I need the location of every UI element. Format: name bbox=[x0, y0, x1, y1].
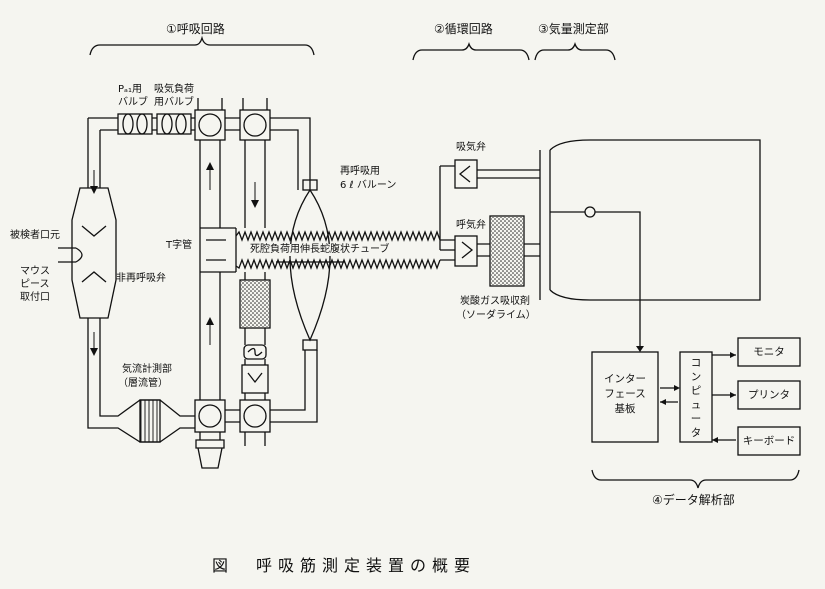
label-pa-valve: Pₐ₁用 bbox=[118, 84, 142, 95]
data-analysis-blocks bbox=[591, 337, 801, 456]
rebreathing-balloon bbox=[276, 179, 345, 351]
insp-load-valve bbox=[156, 113, 192, 135]
bracket-gas-measurement bbox=[534, 41, 616, 61]
bracket-circulation-circuit bbox=[412, 41, 530, 61]
label-mouthpiece-3: 取付口 bbox=[20, 292, 50, 303]
label-expiratory-valve: 呼気弁 bbox=[456, 220, 486, 231]
computer-box-label: コンピュータ bbox=[690, 357, 702, 439]
label-subject-mouth: 被検者口元 bbox=[10, 230, 60, 241]
label-laminar-tube: （層流管） bbox=[118, 378, 168, 389]
pa-valve bbox=[117, 113, 153, 135]
label-rebreathing-balloon: 再呼吸用 bbox=[340, 166, 380, 177]
bracket-breathing-circuit bbox=[89, 35, 315, 56]
figure-caption: 図 呼吸筋測定装置の概要 bbox=[212, 556, 477, 575]
label-pa-valve-2: バルブ bbox=[118, 97, 148, 108]
section-gas-measurement: ③気量測定部 bbox=[538, 22, 609, 36]
label-deadspace-tube: 死腔負荷用伸長蛇腹状チューブ bbox=[248, 244, 392, 256]
expiratory-valve bbox=[454, 235, 490, 267]
label-inspiratory-valve: 吸気弁 bbox=[456, 142, 486, 153]
interface-board: インター フェース 基板 bbox=[604, 373, 646, 415]
label-non-rebreathing-valve: 非再呼吸弁 bbox=[116, 273, 166, 284]
bottom-valve-2 bbox=[225, 350, 318, 446]
keyboard-box-label: キーボード bbox=[742, 435, 796, 447]
t-tube bbox=[200, 227, 236, 273]
label-insp-load-valve-2: 用バルブ bbox=[154, 97, 194, 108]
deadspace-bellows-tube bbox=[235, 228, 455, 272]
flowmeter bbox=[108, 399, 195, 443]
top-valve-2 bbox=[225, 98, 311, 190]
section-breathing-circuit: ①呼吸回路 bbox=[166, 22, 225, 36]
label-mouthpiece-2: ピース bbox=[20, 279, 50, 290]
inspiratory-valve bbox=[439, 159, 540, 251]
label-mouthpiece: マウス bbox=[20, 266, 50, 277]
vertical-pipes bbox=[199, 140, 266, 400]
left-tube bbox=[87, 117, 118, 429]
label-rebreathing-balloon-2: 6 ℓ バルーン bbox=[340, 180, 397, 191]
label-insp-load-valve: 吸気負荷 bbox=[154, 84, 194, 95]
bracket-data-analysis bbox=[591, 469, 800, 489]
label-flowmeter: 気流計測部 bbox=[122, 364, 172, 375]
non-rebreathing-valve bbox=[58, 187, 117, 319]
label-co2-absorbent: 炭酸ガス吸収剤 bbox=[460, 296, 530, 307]
co2-absorber bbox=[489, 215, 540, 287]
section-circulation-circuit: ②循環回路 bbox=[434, 22, 493, 36]
top-valve-1 bbox=[194, 98, 226, 141]
spirometer bbox=[539, 139, 761, 350]
monitor-box-label: モニタ bbox=[753, 346, 785, 358]
left-absorber bbox=[239, 279, 271, 400]
printer-box-label: プリンタ bbox=[748, 389, 790, 401]
label-soda-lime: （ソーダライム） bbox=[456, 310, 536, 321]
label-t-tube: T字管 bbox=[166, 240, 193, 251]
section-data-analysis: ④データ解析部 bbox=[652, 493, 735, 507]
bottom-valve-1 bbox=[194, 399, 226, 469]
